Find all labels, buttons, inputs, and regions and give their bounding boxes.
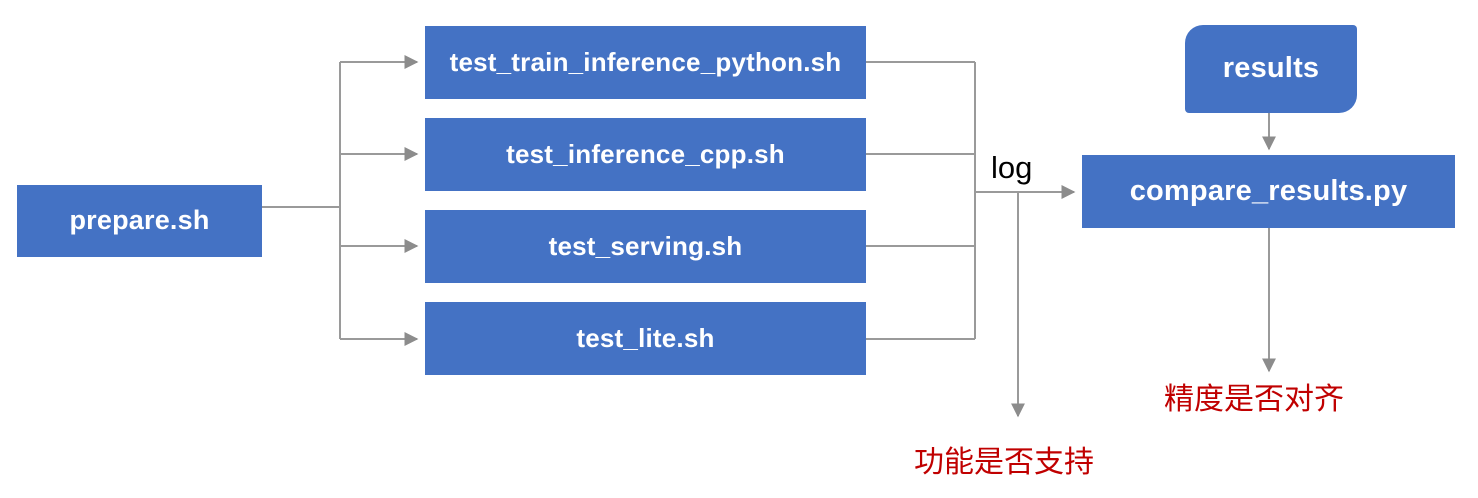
node-test-inference-cpp-sh[interactable]: test_inference_cpp.sh bbox=[425, 118, 866, 191]
note-precision-aligned: 精度是否对齐 bbox=[1164, 382, 1344, 417]
node-test-serving-sh[interactable]: test_serving.sh bbox=[425, 210, 866, 283]
node-prepare-sh[interactable]: prepare.sh bbox=[17, 185, 262, 257]
node-compare-results-py[interactable]: compare_results.py bbox=[1082, 155, 1455, 228]
note-function-supported: 功能是否支持 bbox=[914, 445, 1094, 480]
node-test-train-inference-python-sh[interactable]: test_train_inference_python.sh bbox=[425, 26, 866, 99]
node-test-lite-sh[interactable]: test_lite.sh bbox=[425, 302, 866, 375]
node-results[interactable]: results bbox=[1185, 25, 1357, 113]
edge-label-log: log bbox=[991, 150, 1033, 185]
edge-tests-merge bbox=[866, 61, 976, 340]
edge-prepare-to-branch bbox=[262, 62, 341, 339]
